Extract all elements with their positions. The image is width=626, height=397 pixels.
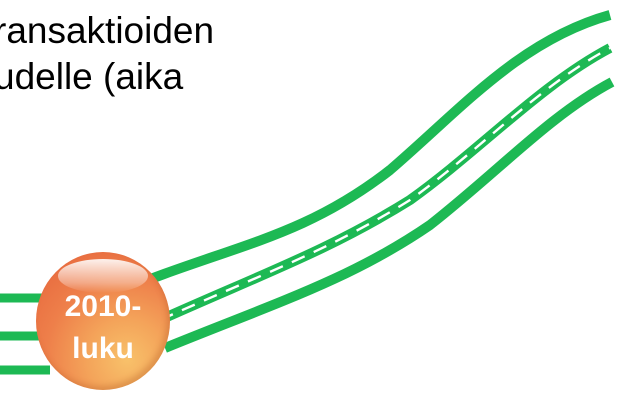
- road-top-edge: [108, 10, 612, 300]
- road-bottom-edge: [163, 77, 615, 353]
- slide-heading: ransaktioiden udelle (aika: [0, 8, 214, 100]
- badge-line-1: 2010-: [64, 290, 142, 323]
- heading-line-2: udelle (aika: [0, 56, 184, 97]
- badge-label: 2010- luku: [36, 286, 170, 370]
- badge-highlight: [58, 259, 148, 293]
- heading-line-1: ransaktioiden: [0, 10, 215, 51]
- badge-line-2: luku: [72, 332, 134, 365]
- road-center-dashes: [159, 46, 611, 322]
- road-center-line: [157, 43, 613, 325]
- era-badge: 2010- luku: [36, 252, 170, 390]
